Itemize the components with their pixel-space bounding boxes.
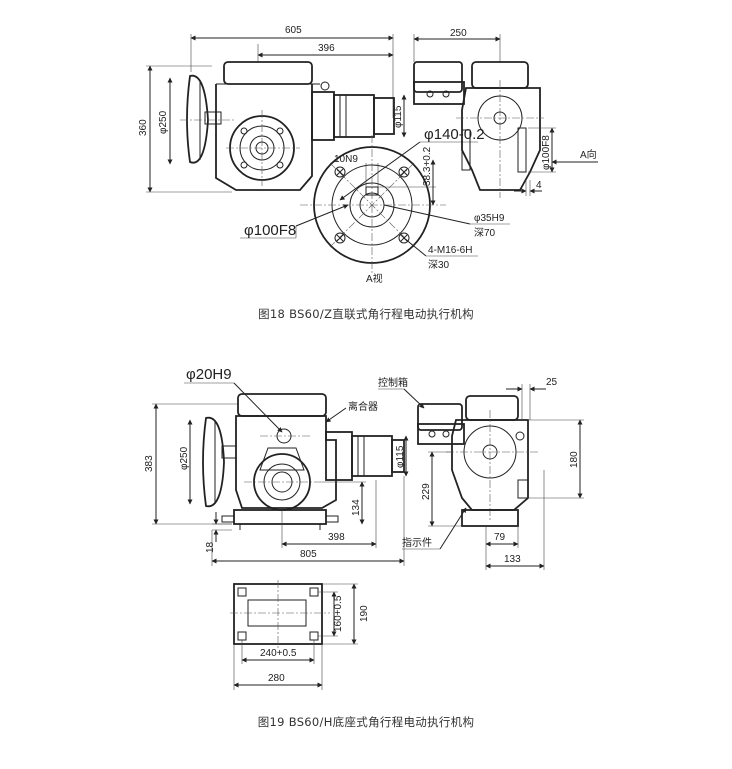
dim-phi100f8: φ100F8 [244, 222, 296, 239]
label-a-view: A视 [366, 272, 383, 285]
dim-phi250: φ250 [158, 110, 169, 134]
dim-deep30: 深30 [428, 259, 450, 271]
dim-160: 160+0.5 [333, 595, 344, 632]
dim-280: 280 [268, 673, 285, 684]
dim-phi250-19: φ250 [179, 446, 190, 470]
dim-10n9: 10N9 [334, 154, 358, 165]
dim-phi115-19: φ115 [395, 445, 406, 468]
label-controlbox: 控制箱 [378, 376, 408, 389]
figure18-caption: 图18 BS60/Z直联式角行程电动执行机构 [258, 307, 474, 321]
label-arrow-a: A向 [580, 148, 597, 161]
dim-360: 360 [138, 119, 149, 136]
dim-133: 133 [504, 554, 521, 565]
dim-25: 25 [546, 377, 558, 388]
label-clutch: 离合器 [348, 400, 378, 413]
figure19-drawing: φ20H9 离合器 383 φ250 [144, 366, 584, 690]
dim-phi140: φ140-0.2 [424, 126, 485, 143]
dim-383: 383 [144, 455, 155, 472]
dim-229: 229 [421, 483, 432, 500]
figure19-caption: 图19 BS60/H底座式角行程电动执行机构 [257, 715, 475, 729]
dim-240: 240+0.5 [260, 648, 297, 659]
dim-605: 605 [285, 25, 302, 36]
figure18-drawing: 605 396 250 360 φ250 [138, 25, 598, 285]
dim-79: 79 [494, 532, 506, 543]
dim-deep70: 深70 [474, 227, 496, 239]
dim-190: 190 [359, 605, 370, 622]
dim-134: 134 [351, 499, 362, 516]
dim-m16: 4-M16-6H [428, 245, 472, 256]
dim-805: 805 [300, 549, 317, 560]
label-indicator: 指示件 [402, 536, 432, 549]
dim-250-top: 250 [450, 28, 467, 39]
dim-phi115: φ115 [393, 105, 404, 128]
dim-phi20h9: φ20H9 [186, 366, 232, 383]
dim-398: 398 [328, 532, 345, 543]
dim-4: 4 [536, 180, 542, 191]
dim-18: 18 [205, 541, 216, 553]
dim-396: 396 [318, 43, 335, 54]
dim-phi35h9: φ35H9 [474, 213, 505, 224]
dim-phi100f8-side: φ100F8 [541, 135, 552, 170]
dim-180: 180 [569, 451, 580, 468]
dim-38: 38.3+0.2 [422, 146, 433, 186]
